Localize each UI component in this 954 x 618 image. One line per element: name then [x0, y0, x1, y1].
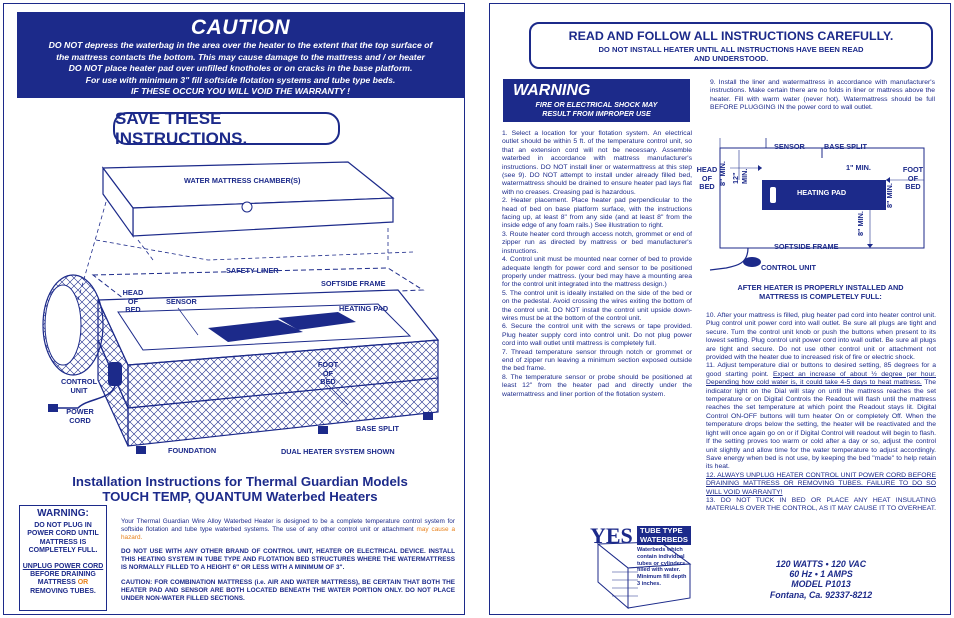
steps-column-right: 10. After your mattress is filled, plug …	[706, 312, 937, 513]
yes-mark: YES	[590, 523, 633, 548]
dim-8-right: 8" MIN.	[885, 183, 894, 208]
label-base-split: BASE SPLIT	[356, 424, 399, 433]
right-softside-frame: SOFTSIDE FRAME	[774, 242, 839, 251]
warning-fire-banner: WARNING FIRE OR ELECTRICAL SHOCK MAY RES…	[503, 79, 690, 122]
right-control-unit: CONTROL UNIT	[761, 263, 816, 272]
save-instructions-banner: SAVE THESE INSTRUCTIONS.	[113, 109, 340, 148]
heating-pad-2	[278, 312, 356, 330]
dim-8-bottom: 8" MIN.	[856, 211, 865, 236]
plug-icon	[48, 404, 58, 412]
save-instructions-text: SAVE THESE INSTRUCTIONS.	[115, 108, 248, 148]
dim-8-left: 8" MIN.	[718, 161, 727, 186]
caution-line: the mattress contacts the bottom. This m…	[56, 51, 425, 62]
steps-column-middle: 1. Select a location for your flotation …	[502, 130, 692, 398]
dim-1: 1" MIN.	[846, 163, 871, 172]
dim-12: 12" MIN.	[731, 168, 749, 184]
read-instructions-banner: READ AND FOLLOW ALL INSTRUCTIONS CAREFUL…	[529, 22, 933, 69]
warning-unplug-title: WARNING:	[37, 508, 89, 519]
product-specs: 120 WATTS • 120 VAC 60 Hz • 1 AMPS MODEL…	[769, 559, 873, 600]
label-foundation: FOUNDATION	[168, 446, 217, 455]
heating-pad-rect	[762, 180, 886, 210]
label-water-mattress: WATER MATTRESS CHAMBER(S)	[184, 176, 301, 185]
step-9: 9. Install the liner and watermattress i…	[710, 79, 935, 112]
caution-line: For use with minimum 3" fill softside fl…	[85, 74, 396, 85]
left-page-border	[3, 3, 465, 615]
install-title: Installation Instructions for Thermal Gu…	[72, 474, 408, 504]
tube-type-illustration	[596, 541, 692, 610]
caution-title: CAUTION	[190, 16, 291, 39]
label-safety-liner: SAFETY LINER	[226, 266, 279, 275]
label-heating-pad: HEATING PAD	[339, 304, 389, 313]
right-sensor: SENSOR	[774, 142, 805, 151]
right-base-split: BASE SPLIT	[824, 142, 867, 151]
heating-pad-1	[208, 320, 303, 342]
right-page-border	[489, 3, 951, 615]
control-unit-icon	[108, 362, 122, 386]
label-softside-frame: SOFTSIDE FRAME	[321, 279, 386, 288]
caution-line: DO NOT place heater pad over unfilled kn…	[68, 63, 413, 73]
right-heating-pad-label: HEATING PAD	[797, 188, 847, 197]
tube-type-description: Waterbeds which contain individual tubes…	[637, 547, 687, 587]
bottom-description: Your Thermal Guardian Wire Alloy Waterbe…	[121, 518, 455, 602]
caution-line: IF THESE OCCUR YOU WILL VOID THE WARRANT…	[130, 86, 351, 96]
warning-unplug-box: WARNING: DO NOT PLUG IN POWER CORD UNTIL…	[19, 505, 107, 611]
bed-illustration	[42, 161, 440, 454]
label-dual-heater: DUAL HEATER SYSTEM SHOWN	[281, 447, 395, 456]
fill-valve-icon	[241, 201, 253, 213]
after-install-heading: AFTER HEATER IS PROPERLY INSTALLED AND M…	[737, 283, 904, 301]
control-unit-small-icon	[743, 257, 761, 267]
caution-banner: CAUTION DO NOT depress the waterbag in t…	[17, 12, 464, 98]
label-sensor: SENSOR	[166, 297, 197, 306]
placement-diagram	[709, 138, 925, 271]
caution-line: DO NOT depress the waterbag in the area …	[48, 40, 433, 50]
